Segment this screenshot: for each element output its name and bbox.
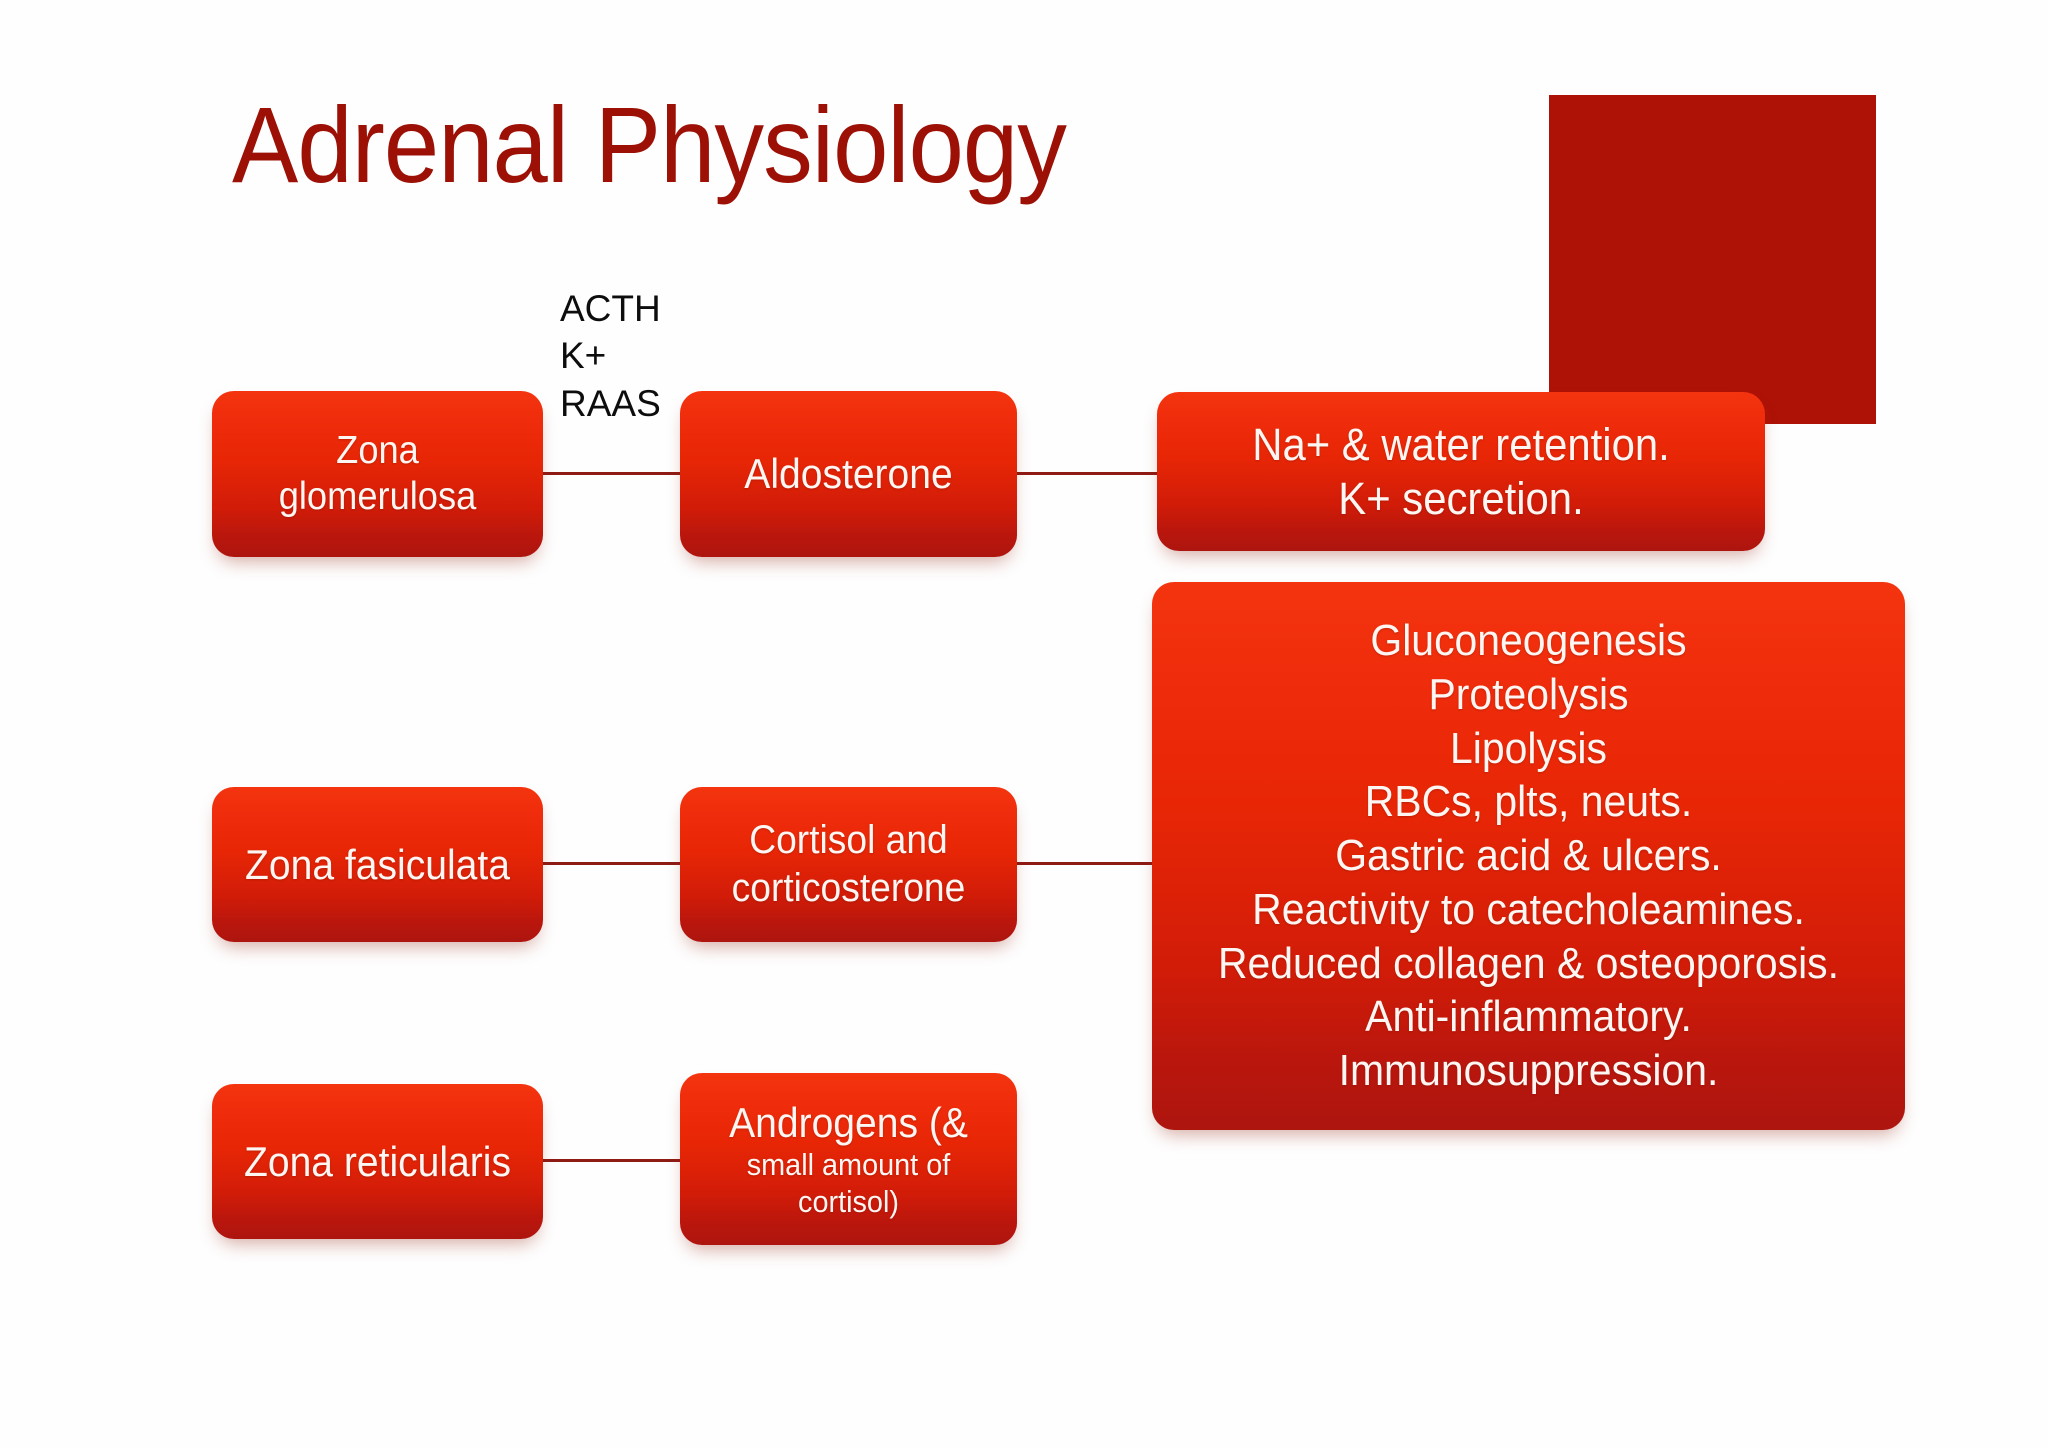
node-cortisol-effects-line1: Gluconeogenesis (1370, 616, 1687, 666)
connector-glomerulosa-aldosterone (543, 472, 683, 475)
page-title: Adrenal Physiology (232, 84, 1067, 205)
node-aldosterone-effects-line1: Na+ & water retention. (1252, 419, 1670, 471)
node-zona-reticularis[interactable]: Zona reticularis (212, 1084, 543, 1239)
node-androgens[interactable]: Androgens (& small amount of cortisol) (680, 1073, 1017, 1245)
node-zona-fasiculata[interactable]: Zona fasiculata (212, 787, 543, 942)
node-zona-glomerulosa[interactable]: Zona glomerulosa (212, 391, 543, 557)
acth-stimulus-label: ACTH K+ RAAS (560, 288, 661, 424)
node-zona-glomerulosa-line2: glomerulosa (278, 475, 477, 518)
node-aldosterone-effects-line2: K+ secretion. (1338, 472, 1584, 524)
accent-square-decoration (1549, 95, 1876, 424)
node-cortisol-effects-line3: Lipolysis (1450, 723, 1607, 773)
node-cortisol-line1: Cortisol and (749, 818, 948, 863)
node-cortisol-effects-line4: RBCs, plts, neuts. (1364, 777, 1693, 827)
node-cortisol-effects-line7: Reduced collagen & osteoporosis. (1217, 938, 1840, 988)
node-androgens-line2: small amount of (746, 1147, 951, 1183)
node-cortisol-effects-line5: Gastric acid & ulcers. (1335, 831, 1722, 881)
node-aldosterone-line1: Aldosterone (744, 450, 953, 498)
connector-cortisol-effects (1017, 862, 1157, 865)
node-aldosterone-effects[interactable]: Na+ & water retention. K+ secretion. (1157, 392, 1765, 551)
node-aldosterone[interactable]: Aldosterone (680, 391, 1017, 557)
node-cortisol-effects-line8: Anti-inflammatory. (1365, 992, 1692, 1042)
node-cortisol-effects-line2: Proteolysis (1428, 670, 1629, 720)
node-zona-reticularis-line1: Zona reticularis (243, 1137, 511, 1185)
node-cortisol-effects-line6: Reactivity to catecholeamines. (1252, 884, 1805, 934)
node-cortisol-line2: corticosterone (731, 865, 966, 910)
node-androgens-line3: cortisol) (798, 1183, 899, 1219)
node-zona-glomerulosa-line1: Zona (336, 428, 419, 472)
node-cortisol-effects[interactable]: Gluconeogenesis Proteolysis Lipolysis RB… (1152, 582, 1905, 1130)
connector-reticularis-androgens (543, 1159, 683, 1162)
connector-fasiculata-cortisol (543, 862, 683, 865)
connector-aldosterone-effects (1017, 472, 1160, 475)
node-cortisol-corticosterone[interactable]: Cortisol and corticosterone (680, 787, 1017, 942)
node-androgens-line1: Androgens (& (729, 1098, 968, 1146)
node-cortisol-effects-line9: Immunosuppression. (1338, 1045, 1719, 1095)
node-zona-fasiculata-line1: Zona fasiculata (245, 840, 510, 888)
